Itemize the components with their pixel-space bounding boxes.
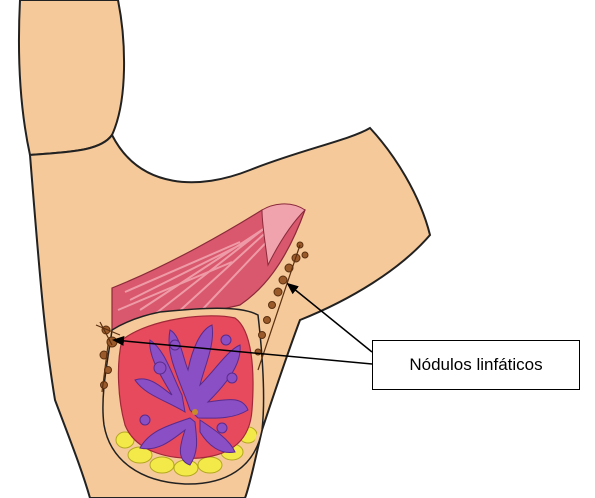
arm-silhouette [19, 0, 124, 155]
nipple-duct-center [192, 409, 198, 415]
lymph-nodes-callout: Nódulos linfáticos [372, 340, 580, 390]
callout-label: Nódulos linfáticos [409, 355, 542, 375]
